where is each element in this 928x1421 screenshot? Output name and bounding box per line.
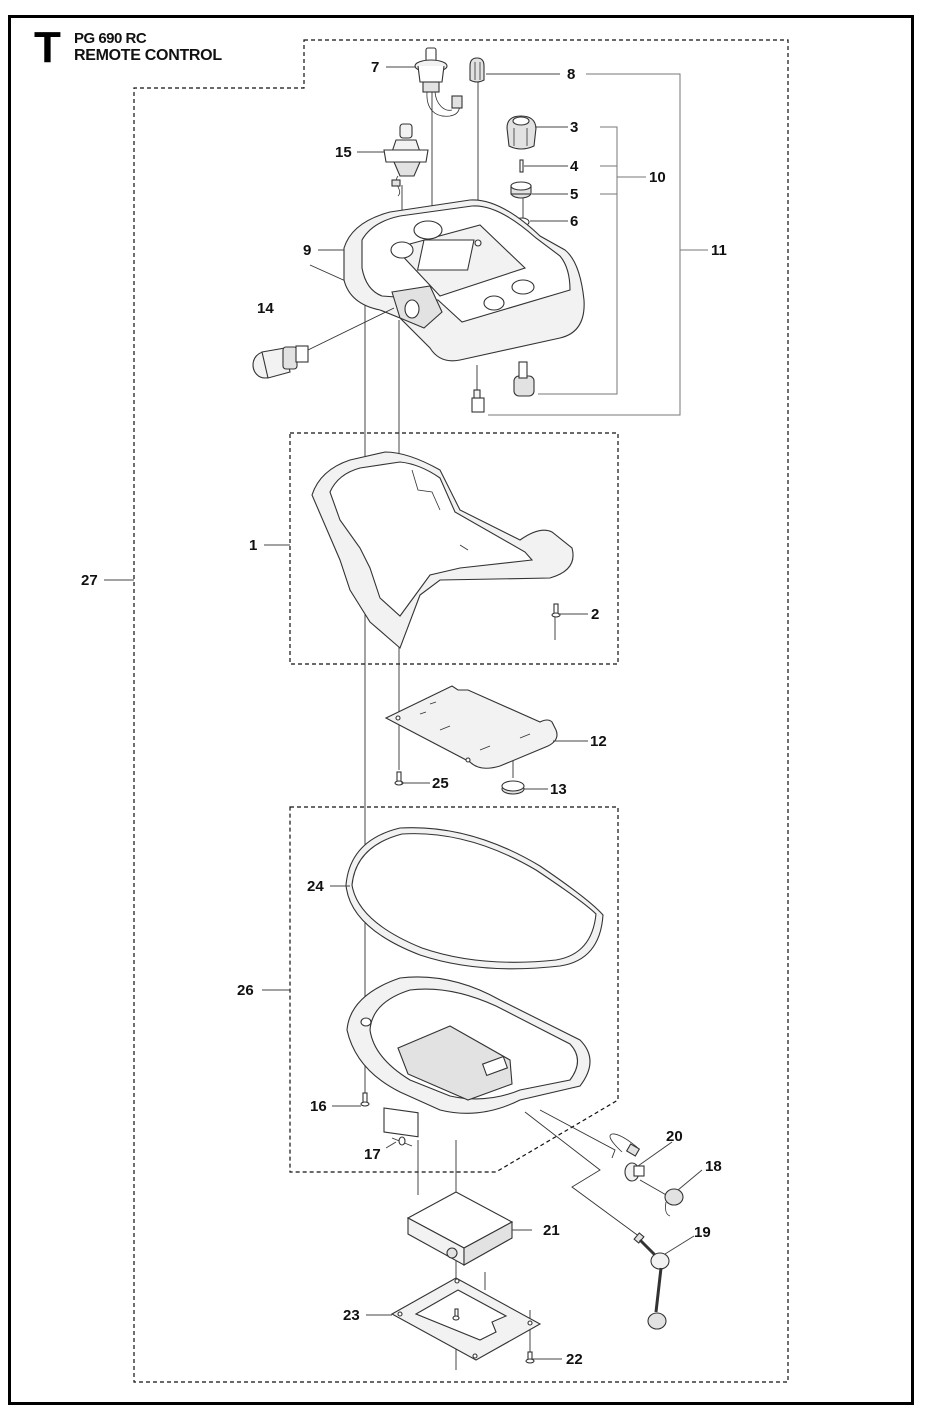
part-22-screw[interactable] bbox=[525, 1351, 535, 1364]
callout-8[interactable]: 8 bbox=[567, 66, 575, 83]
part-20-charging-socket[interactable] bbox=[609, 1133, 645, 1182]
callout-2[interactable]: 2 bbox=[591, 606, 599, 623]
part-24-seal[interactable] bbox=[345, 827, 604, 970]
assembly-boundary-27 bbox=[133, 39, 789, 1383]
leader-18 bbox=[677, 1169, 703, 1191]
callout-22[interactable]: 22 bbox=[566, 1351, 583, 1368]
page-frame bbox=[8, 15, 914, 1405]
part-16-screw[interactable] bbox=[360, 1092, 370, 1107]
part-9-top-cover[interactable] bbox=[343, 199, 585, 362]
callout-16[interactable]: 16 bbox=[310, 1098, 327, 1115]
assembly-axis bbox=[639, 1179, 669, 1197]
part-2-screw[interactable] bbox=[551, 603, 561, 618]
callout-9[interactable]: 9 bbox=[303, 242, 311, 259]
callout-26[interactable]: 26 bbox=[237, 982, 254, 999]
callout-14[interactable]: 14 bbox=[257, 300, 274, 317]
callout-20[interactable]: 20 bbox=[666, 1128, 683, 1145]
leader-19 bbox=[664, 1235, 695, 1255]
part-1-handle-frame[interactable] bbox=[311, 451, 574, 649]
assembly-boundary-1 bbox=[289, 432, 619, 665]
part-14-stop-button[interactable] bbox=[252, 345, 309, 379]
diagram-title: REMOTE CONTROL bbox=[74, 47, 222, 64]
part-13-battery-cell[interactable] bbox=[501, 780, 525, 795]
callout-4[interactable]: 4 bbox=[570, 158, 579, 175]
callout-12[interactable]: 12 bbox=[590, 733, 607, 750]
part-12-circuit-board[interactable] bbox=[384, 685, 558, 769]
part-3-knob[interactable] bbox=[506, 115, 537, 150]
part-19-antenna-connector[interactable] bbox=[633, 1232, 670, 1330]
callout-1[interactable]: 1 bbox=[249, 537, 257, 554]
model-name: PG 690 RC bbox=[74, 30, 147, 47]
callout-19[interactable]: 19 bbox=[694, 1224, 711, 1241]
leader-20 bbox=[637, 1141, 673, 1167]
leader-17 bbox=[385, 1141, 397, 1149]
callout-24[interactable]: 24 bbox=[307, 878, 324, 895]
callout-21[interactable]: 21 bbox=[543, 1222, 560, 1239]
callout-7[interactable]: 7 bbox=[371, 59, 379, 76]
part-4-pin[interactable] bbox=[519, 159, 524, 173]
callout-13[interactable]: 13 bbox=[550, 781, 567, 798]
part-26-bottom-housing[interactable] bbox=[346, 976, 591, 1114]
cover-knob-underside[interactable] bbox=[513, 361, 535, 397]
assembly-axis bbox=[539, 1109, 616, 1159]
bracket-10 bbox=[538, 126, 618, 395]
section-letter: T bbox=[34, 23, 61, 72]
callout-11[interactable]: 11 bbox=[711, 242, 727, 259]
part-21-battery-pack[interactable] bbox=[406, 1191, 514, 1266]
part-23-battery-lid[interactable] bbox=[390, 1277, 542, 1361]
part-15-joystick[interactable] bbox=[383, 123, 429, 197]
assembly-axis bbox=[307, 307, 395, 351]
part-5-insert[interactable] bbox=[510, 181, 532, 199]
cover-switch-underside[interactable] bbox=[471, 389, 485, 413]
bracket-11 bbox=[488, 73, 681, 416]
callout-3[interactable]: 3 bbox=[570, 119, 578, 136]
callout-17[interactable]: 17 bbox=[364, 1146, 381, 1163]
callout-25[interactable]: 25 bbox=[432, 775, 449, 792]
callout-15[interactable]: 15 bbox=[335, 144, 352, 161]
callout-27[interactable]: 27 bbox=[81, 572, 98, 589]
callout-5[interactable]: 5 bbox=[570, 186, 578, 203]
part-17-label-connector[interactable] bbox=[383, 1107, 419, 1147]
callout-10[interactable]: 10 bbox=[649, 169, 666, 186]
callout-6[interactable]: 6 bbox=[570, 213, 578, 230]
callout-23[interactable]: 23 bbox=[343, 1307, 360, 1324]
assembly-boundary-26 bbox=[289, 806, 619, 1173]
assembly-axis bbox=[524, 1111, 641, 1238]
part-8-cap[interactable] bbox=[469, 57, 485, 83]
part-18-cap[interactable] bbox=[664, 1188, 684, 1217]
part-7-switch[interactable] bbox=[414, 47, 463, 117]
callout-18[interactable]: 18 bbox=[705, 1158, 722, 1175]
